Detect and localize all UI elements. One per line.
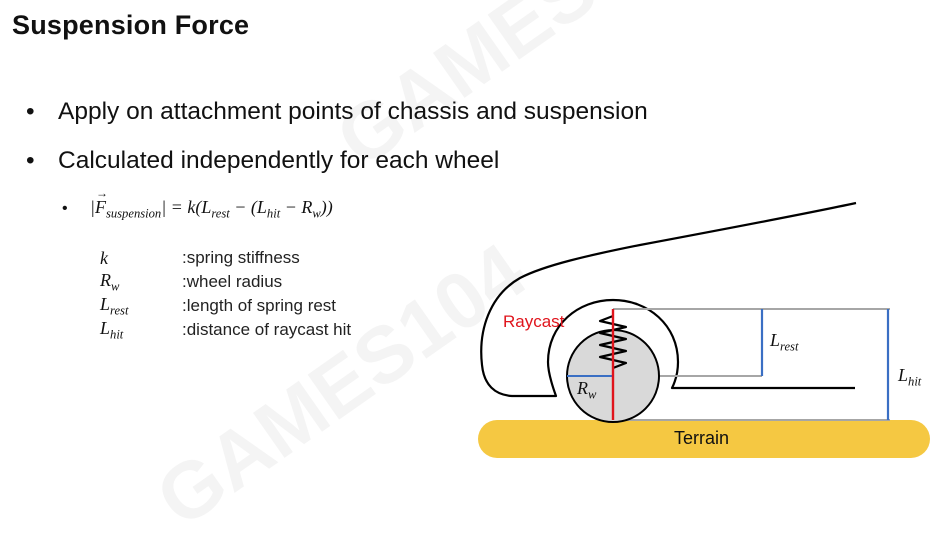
- rw-label: Rw: [577, 378, 597, 402]
- definition-row: Lhit :distance of raycast hit: [100, 318, 351, 342]
- definition-description: :length of spring rest: [182, 296, 337, 315]
- bullet-text: Apply on attachment points of chassis an…: [58, 98, 648, 125]
- definition-symbol: Lrest: [100, 293, 129, 318]
- raycast-label: Raycast: [503, 312, 565, 331]
- terrain-bar: [478, 420, 930, 458]
- definition-description: :distance of raycast hit: [182, 320, 352, 339]
- lrest-label: Lrest: [770, 330, 799, 354]
- terrain-label: Terrain: [674, 428, 730, 448]
- suspension-formula: • |F→suspension| = k(Lrest − (Lhit − Rw)): [62, 186, 333, 222]
- bullet-dot: •: [26, 98, 35, 125]
- bullet-dot: •: [62, 200, 68, 217]
- lhit-label: Lhit: [898, 365, 922, 389]
- slide-title: Suspension Force: [12, 10, 250, 40]
- definition-symbol: Rw: [100, 269, 120, 294]
- definition-row: k :spring stiffness: [100, 246, 351, 270]
- formula-text: |F→suspension| = k(Lrest − (Lhit − Rw)): [90, 186, 333, 221]
- suspension-diagram: [478, 201, 930, 458]
- definition-description: :spring stiffness: [182, 248, 300, 267]
- definition-row: Rw :wheel radius: [100, 270, 351, 294]
- bullet-dot: •: [26, 147, 35, 174]
- definitions-list: k :spring stiffness Rw :wheel radius Lre…: [100, 246, 351, 342]
- definition-symbol: Lhit: [100, 317, 124, 342]
- bullet-text: Calculated independently for each wheel: [58, 147, 500, 174]
- bullet-item: • Apply on attachment points of chassis a…: [26, 98, 648, 126]
- bullet-item: • Calculated independently for each wheel: [26, 147, 499, 175]
- definition-description: :wheel radius: [182, 272, 283, 291]
- definition-symbol: k: [100, 247, 108, 268]
- definition-row: Lrest :length of spring rest: [100, 294, 351, 318]
- car-body-outline: [480, 201, 857, 398]
